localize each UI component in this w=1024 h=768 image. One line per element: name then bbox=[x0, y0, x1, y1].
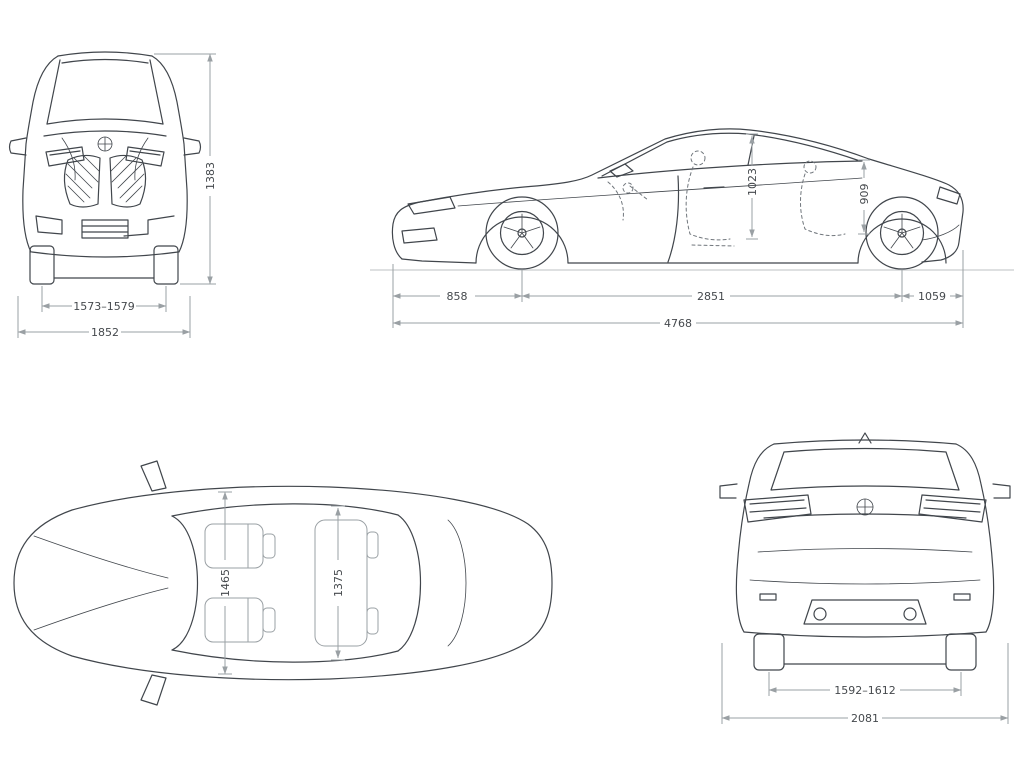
rear-view-body bbox=[719, 432, 1011, 671]
bmw-roundel-icon-rear bbox=[856, 498, 874, 516]
dim-overhang-rear: 1059 bbox=[918, 290, 946, 303]
taillight-left bbox=[743, 494, 812, 523]
dim-interior-height-front: 1023 bbox=[746, 168, 759, 196]
dim-rear-track: 1592–1612 bbox=[834, 684, 896, 697]
front-view: 1383 1573–1579 1852 bbox=[8, 51, 217, 339]
mirror-side bbox=[609, 163, 634, 178]
dim-front-track: 1573–1579 bbox=[73, 300, 135, 313]
tire-rear-left bbox=[753, 633, 785, 671]
tire-right bbox=[153, 245, 179, 285]
mirror-rear-right bbox=[992, 483, 1011, 499]
seats-plan bbox=[204, 519, 379, 647]
headlight-right bbox=[125, 146, 165, 167]
kidney-grille bbox=[63, 154, 147, 208]
tire-rear-right bbox=[945, 633, 977, 671]
rear-view-dimensions bbox=[721, 643, 1009, 724]
dim-rear-width: 2081 bbox=[851, 712, 879, 725]
exhaust-right bbox=[903, 607, 917, 621]
dim-front-width: 1852 bbox=[91, 326, 119, 339]
side-view: 1023 909 858 2851 1059 4768 bbox=[370, 128, 1014, 330]
mirror-top-right bbox=[140, 674, 167, 706]
interior-outline bbox=[607, 150, 846, 247]
side-view-dimensions bbox=[392, 133, 964, 328]
side-view-body bbox=[391, 128, 964, 264]
headlight-left bbox=[45, 146, 85, 167]
dim-length: 4768 bbox=[664, 317, 692, 330]
dim-front-height: 1383 bbox=[204, 162, 217, 190]
bmw-roundel-icon bbox=[97, 136, 113, 152]
mirror-rear-left bbox=[719, 483, 738, 499]
front-view-dimensions bbox=[17, 53, 216, 338]
dim-interior-width-front: 1465 bbox=[219, 569, 232, 597]
dim-interior-width-rear: 1375 bbox=[332, 569, 345, 597]
mirror-left bbox=[8, 137, 27, 156]
antenna-fin bbox=[858, 432, 872, 444]
front-wheel bbox=[485, 196, 559, 270]
mirror-top-left bbox=[140, 460, 167, 492]
top-view: 1465 1375 bbox=[13, 460, 553, 706]
dim-interior-height-rear: 909 bbox=[858, 184, 871, 205]
front-view-body bbox=[8, 51, 202, 285]
taillight-right bbox=[918, 494, 987, 523]
tire-left bbox=[29, 245, 55, 285]
rear-wheel bbox=[865, 196, 939, 270]
top-view-dimensions bbox=[218, 491, 345, 675]
dim-overhang-front: 858 bbox=[447, 290, 468, 303]
headlight-side bbox=[407, 196, 456, 215]
dim-wheelbase: 2851 bbox=[697, 290, 725, 303]
taillight-side bbox=[936, 186, 961, 205]
top-view-body bbox=[13, 460, 553, 706]
rear-view: 1592–1612 2081 bbox=[719, 432, 1011, 725]
mirror-right bbox=[183, 137, 202, 156]
exhaust-left bbox=[813, 607, 827, 621]
